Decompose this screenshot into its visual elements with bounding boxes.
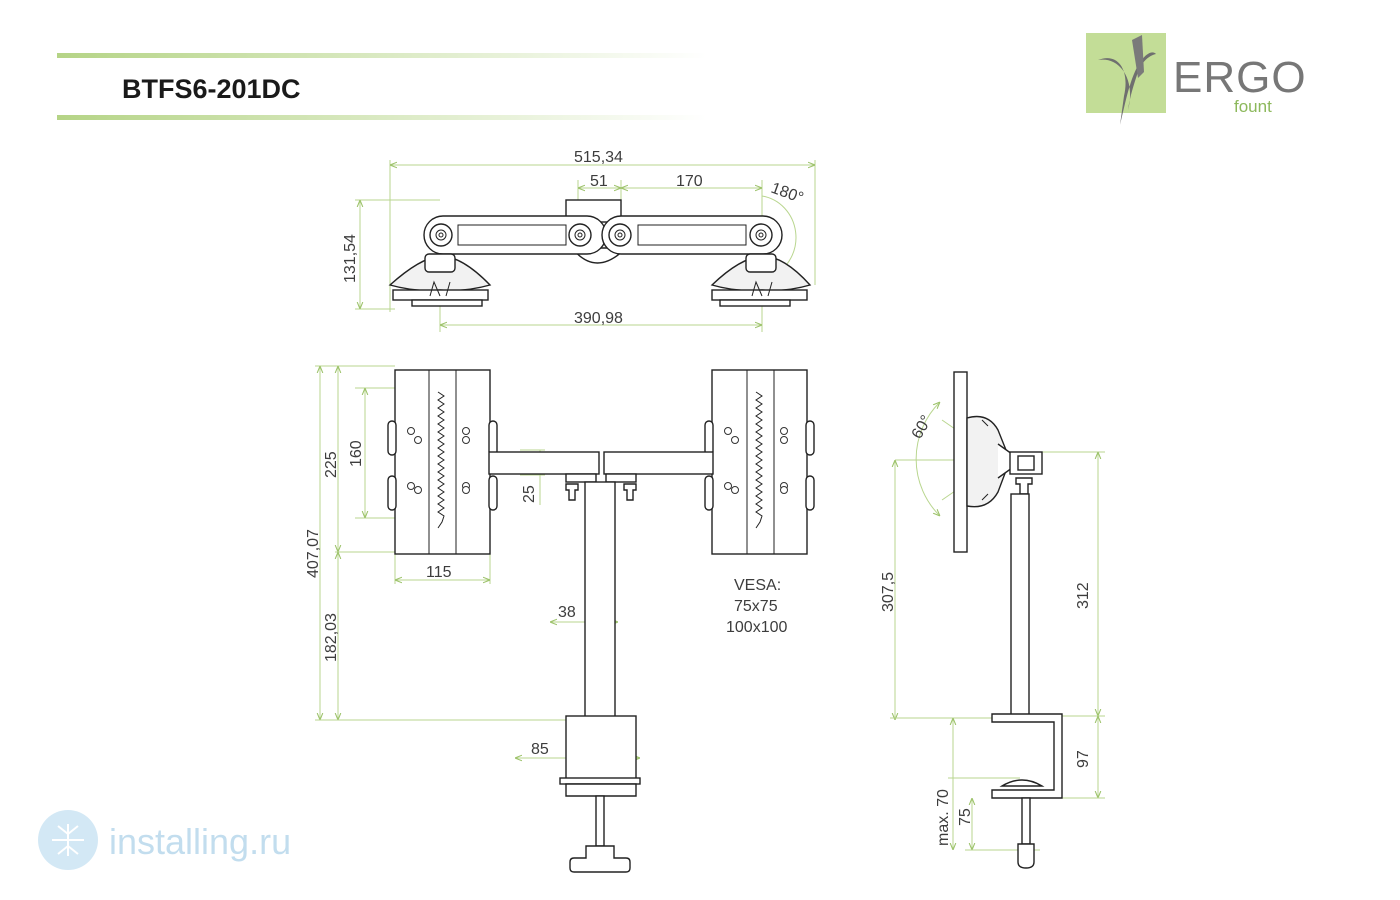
side-clamp-knob (1017, 843, 1035, 869)
dim-mount-spacing: 390,98 (574, 310, 623, 327)
dim-clamp-gap: 75 (957, 808, 974, 826)
front-view: 407,07 225 182,03 160 115 25 38 85 (305, 365, 815, 873)
front-right-arm (603, 451, 714, 475)
side-tilt-head (966, 415, 1011, 508)
front-clamp-screw (595, 795, 605, 847)
side-view: 60° 307,5 312 97 max. 70 75 (880, 371, 1105, 869)
header: BTFS6-201DC (57, 53, 707, 120)
dim-max-label: max. 70 (935, 789, 952, 846)
side-clamp (991, 713, 1063, 799)
top-pivots (429, 223, 773, 247)
dim-height-right: 312 (1075, 582, 1092, 609)
front-left-arm (488, 451, 600, 475)
dim-arm-thickness: 25 (521, 485, 538, 503)
header-bottom-rule (57, 115, 707, 120)
vesa-large: 100x100 (726, 619, 787, 636)
watermark: installing.ru (38, 810, 291, 870)
logo-tile (1086, 33, 1166, 113)
side-clamp-screw (1021, 797, 1031, 845)
dim-overall-height: 407,07 (305, 529, 322, 578)
dim-height: 131,54 (342, 234, 359, 283)
logo-swoosh-icon (1098, 52, 1156, 125)
dim-vesa-vertical: 160 (348, 440, 365, 467)
dim-pole-height: 182,03 (323, 613, 340, 662)
front-clamp-knob (569, 845, 631, 873)
side-pole (1010, 493, 1030, 717)
top-left-mount (388, 253, 492, 307)
dim-arm-length: 170 (676, 173, 703, 190)
header-top-rule (57, 53, 707, 58)
dim-clamp-width: 85 (531, 741, 549, 758)
dim-tilt: 60° (909, 413, 936, 442)
dim-center-width: 51 (590, 173, 608, 190)
top-view: 515,34 51 170 180° 131,54 390,98 (342, 149, 816, 332)
dim-clamp-height: 97 (1075, 750, 1092, 768)
top-right-mount (710, 253, 812, 307)
side-screen-panel (953, 371, 968, 553)
front-left-plate (387, 369, 498, 555)
dim-rotation: 180° (769, 180, 806, 207)
dim-pole-width: 38 (558, 604, 576, 621)
front-pole (584, 481, 616, 719)
watermark-site: installing.ru (109, 821, 291, 862)
front-clamp (565, 715, 637, 781)
dim-height-left: 307,5 (880, 572, 897, 612)
vesa-small: 75x75 (734, 598, 778, 615)
vesa-title: VESA: (734, 577, 781, 594)
watermark-snowflake-icon (52, 824, 84, 856)
model-title: BTFS6-201DC (122, 74, 301, 104)
ergofount-logo: ERGO fount (1086, 33, 1307, 125)
dim-vesa-horizontal: 115 (426, 564, 452, 581)
logo-stroke-icon (1132, 35, 1144, 78)
front-right-plate (704, 369, 815, 555)
logo-brand: ERGO (1173, 53, 1307, 102)
dim-overall-width: 515,34 (574, 149, 623, 166)
dim-screen-height: 225 (323, 451, 340, 478)
logo-sub: fount (1234, 97, 1272, 116)
